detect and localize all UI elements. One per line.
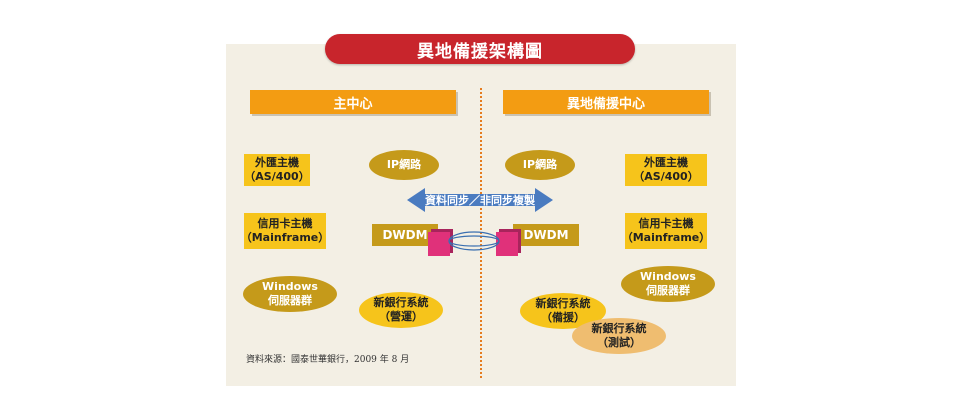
left-ip-network: IP網路	[369, 150, 439, 180]
center-divider	[480, 88, 482, 378]
left-credit-host-name: 信用卡主機	[257, 217, 313, 230]
left-forex-host: 外匯主機 （AS/400）	[244, 154, 310, 186]
section-backup-center: 異地備援中心	[503, 90, 709, 114]
right-newbank-backup-name: 新銀行系統	[535, 297, 591, 310]
source-note: 資料來源：國泰世華銀行，2009 年 8 月	[246, 355, 410, 365]
left-dwdm: DWDM	[372, 224, 438, 246]
left-dwdm-device	[428, 232, 450, 256]
right-credit-host-model: （Mainframe）	[621, 231, 711, 244]
left-newbank-operations: 新銀行系統 （營運）	[359, 292, 443, 328]
left-forex-host-model: （AS/400）	[244, 170, 310, 183]
left-servers-label: 伺服器群	[268, 294, 312, 307]
left-windows-servers: Windows 伺服器群	[243, 276, 337, 312]
section-primary-center: 主中心	[250, 90, 456, 114]
right-credit-host-name: 信用卡主機	[638, 217, 694, 230]
left-forex-host-name: 外匯主機	[255, 156, 299, 169]
right-dwdm: DWDM	[513, 224, 579, 246]
left-windows-label: Windows	[262, 280, 318, 293]
right-ip-network: IP網路	[505, 150, 575, 180]
left-newbank-name: 新銀行系統	[373, 296, 429, 309]
left-newbank-status: （營運）	[379, 310, 423, 323]
right-dwdm-device	[496, 232, 518, 256]
right-forex-host: 外匯主機 （AS/400）	[625, 154, 707, 186]
right-newbank-backup-status: （備援）	[541, 311, 585, 324]
diagram-title: 異地備援架構圖	[325, 34, 635, 64]
right-windows-servers: Windows 伺服器群	[621, 266, 715, 302]
right-servers-label: 伺服器群	[646, 284, 690, 297]
right-newbank-test-status: （測試）	[597, 336, 641, 349]
left-credit-host-model: （Mainframe）	[240, 231, 330, 244]
right-forex-host-name: 外匯主機	[644, 156, 688, 169]
right-forex-host-model: （AS/400）	[633, 170, 699, 183]
right-windows-label: Windows	[640, 270, 696, 283]
right-credit-host: 信用卡主機 （Mainframe）	[622, 213, 710, 249]
right-newbank-test: 新銀行系統 （測試）	[572, 318, 666, 354]
right-newbank-test-name: 新銀行系統	[591, 322, 647, 335]
left-credit-host: 信用卡主機 （Mainframe）	[241, 213, 329, 249]
